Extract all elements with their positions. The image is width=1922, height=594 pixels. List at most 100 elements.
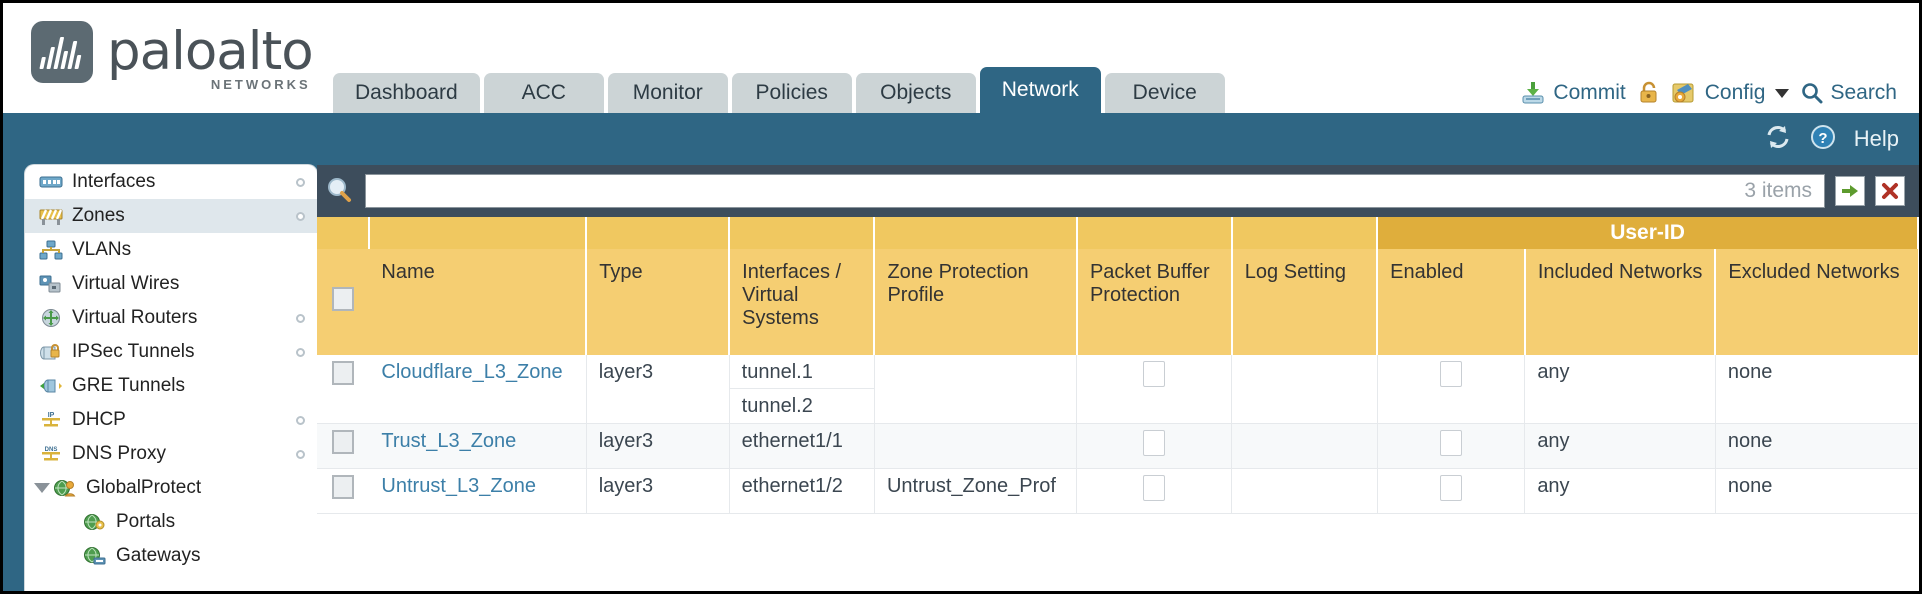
cell-log-setting	[1231, 423, 1378, 469]
cell-packet-buffer-protection[interactable]	[1076, 423, 1233, 469]
cell-included-networks: any	[1524, 423, 1716, 469]
sidebar-item-globalprotect[interactable]: GlobalProtect	[25, 471, 317, 505]
cell-user-id-enabled[interactable]	[1377, 355, 1526, 424]
cell-type: layer3	[586, 423, 730, 469]
row-checkbox[interactable]	[332, 430, 355, 454]
config-label: Config	[1704, 81, 1766, 104]
help-icon[interactable]: ?	[1810, 124, 1836, 155]
col-header-packet-buffer-protection[interactable]: Packet Buffer Protection	[1076, 249, 1233, 355]
col-header-excluded-networks[interactable]: Excluded Networks	[1715, 249, 1918, 355]
row-checkbox[interactable]	[332, 361, 355, 385]
table-row[interactable]: Cloudflare_L3_Zone layer3 tunnel.1 tunne…	[317, 355, 1918, 424]
packet-buffer-checkbox[interactable]	[1143, 361, 1166, 387]
brand-name: paloalto	[107, 21, 314, 82]
status-dot	[296, 415, 305, 425]
search-icon[interactable]	[325, 176, 355, 206]
ipsec-tunnels-icon	[39, 342, 63, 362]
group-spacer	[874, 217, 1078, 249]
sidebar-item-label: GlobalProtect	[86, 477, 202, 498]
col-header-interfaces[interactable]: Interfaces / Virtual Systems	[729, 249, 876, 355]
sidebar-item-gre-tunnels[interactable]: GRE Tunnels	[25, 369, 317, 403]
cell-excluded-networks: none	[1715, 355, 1918, 424]
clear-filter-button[interactable]	[1875, 176, 1905, 206]
apply-filter-button[interactable]	[1835, 176, 1865, 206]
chevron-down-icon[interactable]	[34, 483, 50, 493]
portals-icon	[83, 512, 107, 532]
zones-table-container: User-ID Name Type Interfaces / Virtual S…	[317, 217, 1919, 591]
cell-name[interactable]: Trust_L3_Zone	[369, 423, 587, 469]
sidebar-item-virtual-routers[interactable]: Virtual Routers	[25, 301, 317, 335]
zone-link[interactable]: Trust_L3_Zone	[381, 430, 517, 452]
search-button[interactable]: Search	[1801, 81, 1897, 105]
tab-device[interactable]: Device	[1104, 73, 1225, 113]
col-header-type[interactable]: Type	[586, 249, 731, 355]
sidebar-item-dns-proxy[interactable]: DNS DNS Proxy	[25, 437, 317, 471]
packet-buffer-checkbox[interactable]	[1143, 430, 1166, 456]
row-checkbox[interactable]	[332, 475, 355, 499]
chevron-down-icon	[1775, 88, 1790, 98]
commit-button[interactable]: Commit	[1520, 81, 1626, 105]
cell-name[interactable]: Cloudflare_L3_Zone	[369, 355, 587, 424]
lock-button[interactable]	[1638, 81, 1660, 105]
tab-acc[interactable]: ACC	[483, 73, 604, 113]
sidebar-item-label: VLANs	[72, 239, 132, 260]
zone-link[interactable]: Untrust_L3_Zone	[381, 475, 536, 497]
col-header-name[interactable]: Name	[369, 249, 588, 355]
row-select-cell[interactable]	[317, 423, 370, 469]
commit-icon	[1520, 81, 1546, 105]
sidebar-item-virtual-wires[interactable]: Virtual Wires	[25, 267, 317, 301]
cell-user-id-enabled[interactable]	[1377, 423, 1526, 469]
col-header-zone-protection-profile[interactable]: Zone Protection Profile	[874, 249, 1078, 355]
sidebar-item-dhcp[interactable]: IP DHCP	[25, 403, 317, 437]
row-select-cell[interactable]	[317, 468, 370, 514]
cell-packet-buffer-protection[interactable]	[1076, 468, 1233, 514]
row-select-cell[interactable]	[317, 355, 370, 424]
cell-zone-protection-profile: Untrust_Zone_Prof	[874, 468, 1078, 514]
refresh-icon[interactable]	[1764, 124, 1792, 155]
cell-zone-protection-profile	[874, 423, 1078, 469]
select-all-header[interactable]	[317, 249, 370, 355]
group-spacer	[1231, 217, 1379, 249]
user-id-enabled-checkbox[interactable]	[1439, 475, 1462, 501]
tab-dashboard[interactable]: Dashboard	[333, 73, 480, 113]
search-icon	[1801, 82, 1823, 104]
sidebar-item-ipsec-tunnels[interactable]: IPSec Tunnels	[25, 335, 317, 369]
config-menu[interactable]: Config	[1672, 81, 1790, 105]
sidebar-item-gateways[interactable]: Gateways	[25, 539, 317, 573]
cell-name[interactable]: Untrust_L3_Zone	[369, 468, 587, 514]
sidebar-item-zones[interactable]: Zones	[25, 199, 317, 233]
col-header-enabled[interactable]: Enabled	[1377, 249, 1526, 355]
user-id-enabled-checkbox[interactable]	[1439, 361, 1462, 387]
sidebar-item-label: Virtual Routers	[72, 307, 198, 328]
tab-policies[interactable]: Policies	[731, 73, 852, 113]
sidebar-item-interfaces[interactable]: Interfaces	[25, 165, 317, 199]
packet-buffer-checkbox[interactable]	[1143, 475, 1166, 501]
sidebar-item-label: Interfaces	[72, 171, 156, 192]
search-input[interactable]	[378, 179, 1745, 203]
search-field-wrapper[interactable]: 3 items	[365, 174, 1825, 208]
help-label[interactable]: Help	[1853, 126, 1899, 151]
sidebar-item-label: DNS Proxy	[72, 443, 166, 464]
cell-user-id-enabled[interactable]	[1377, 468, 1526, 514]
cell-packet-buffer-protection[interactable]	[1076, 355, 1233, 424]
select-all-checkbox[interactable]	[332, 287, 355, 311]
table-row[interactable]: Trust_L3_Zone layer3 ethernet1/1 any	[317, 423, 1918, 469]
col-header-included-networks[interactable]: Included Networks	[1524, 249, 1717, 355]
sidebar-item-label: Virtual Wires	[72, 273, 180, 294]
sidebar-item-portals[interactable]: Portals	[25, 505, 317, 539]
sidebar-item-label: GRE Tunnels	[72, 375, 185, 396]
blue-toolbar: ? Help	[3, 113, 1919, 165]
col-header-log-setting[interactable]: Log Setting	[1231, 249, 1379, 355]
sidebar-item-vlans[interactable]: VLANs	[25, 233, 317, 267]
zones-icon	[39, 206, 63, 226]
tab-objects[interactable]: Objects	[855, 73, 976, 113]
tab-monitor[interactable]: Monitor	[607, 73, 728, 113]
zone-link[interactable]: Cloudflare_L3_Zone	[381, 361, 563, 383]
logo-mark-icon	[31, 21, 93, 83]
content-panel: 3 items	[317, 165, 1919, 591]
paloalto-logo[interactable]: paloalto NETWORKS	[31, 21, 314, 92]
table-row[interactable]: Untrust_L3_Zone layer3 ethernet1/2 Untru…	[317, 468, 1918, 514]
tab-network[interactable]: Network	[979, 67, 1101, 113]
user-id-enabled-checkbox[interactable]	[1439, 430, 1462, 456]
